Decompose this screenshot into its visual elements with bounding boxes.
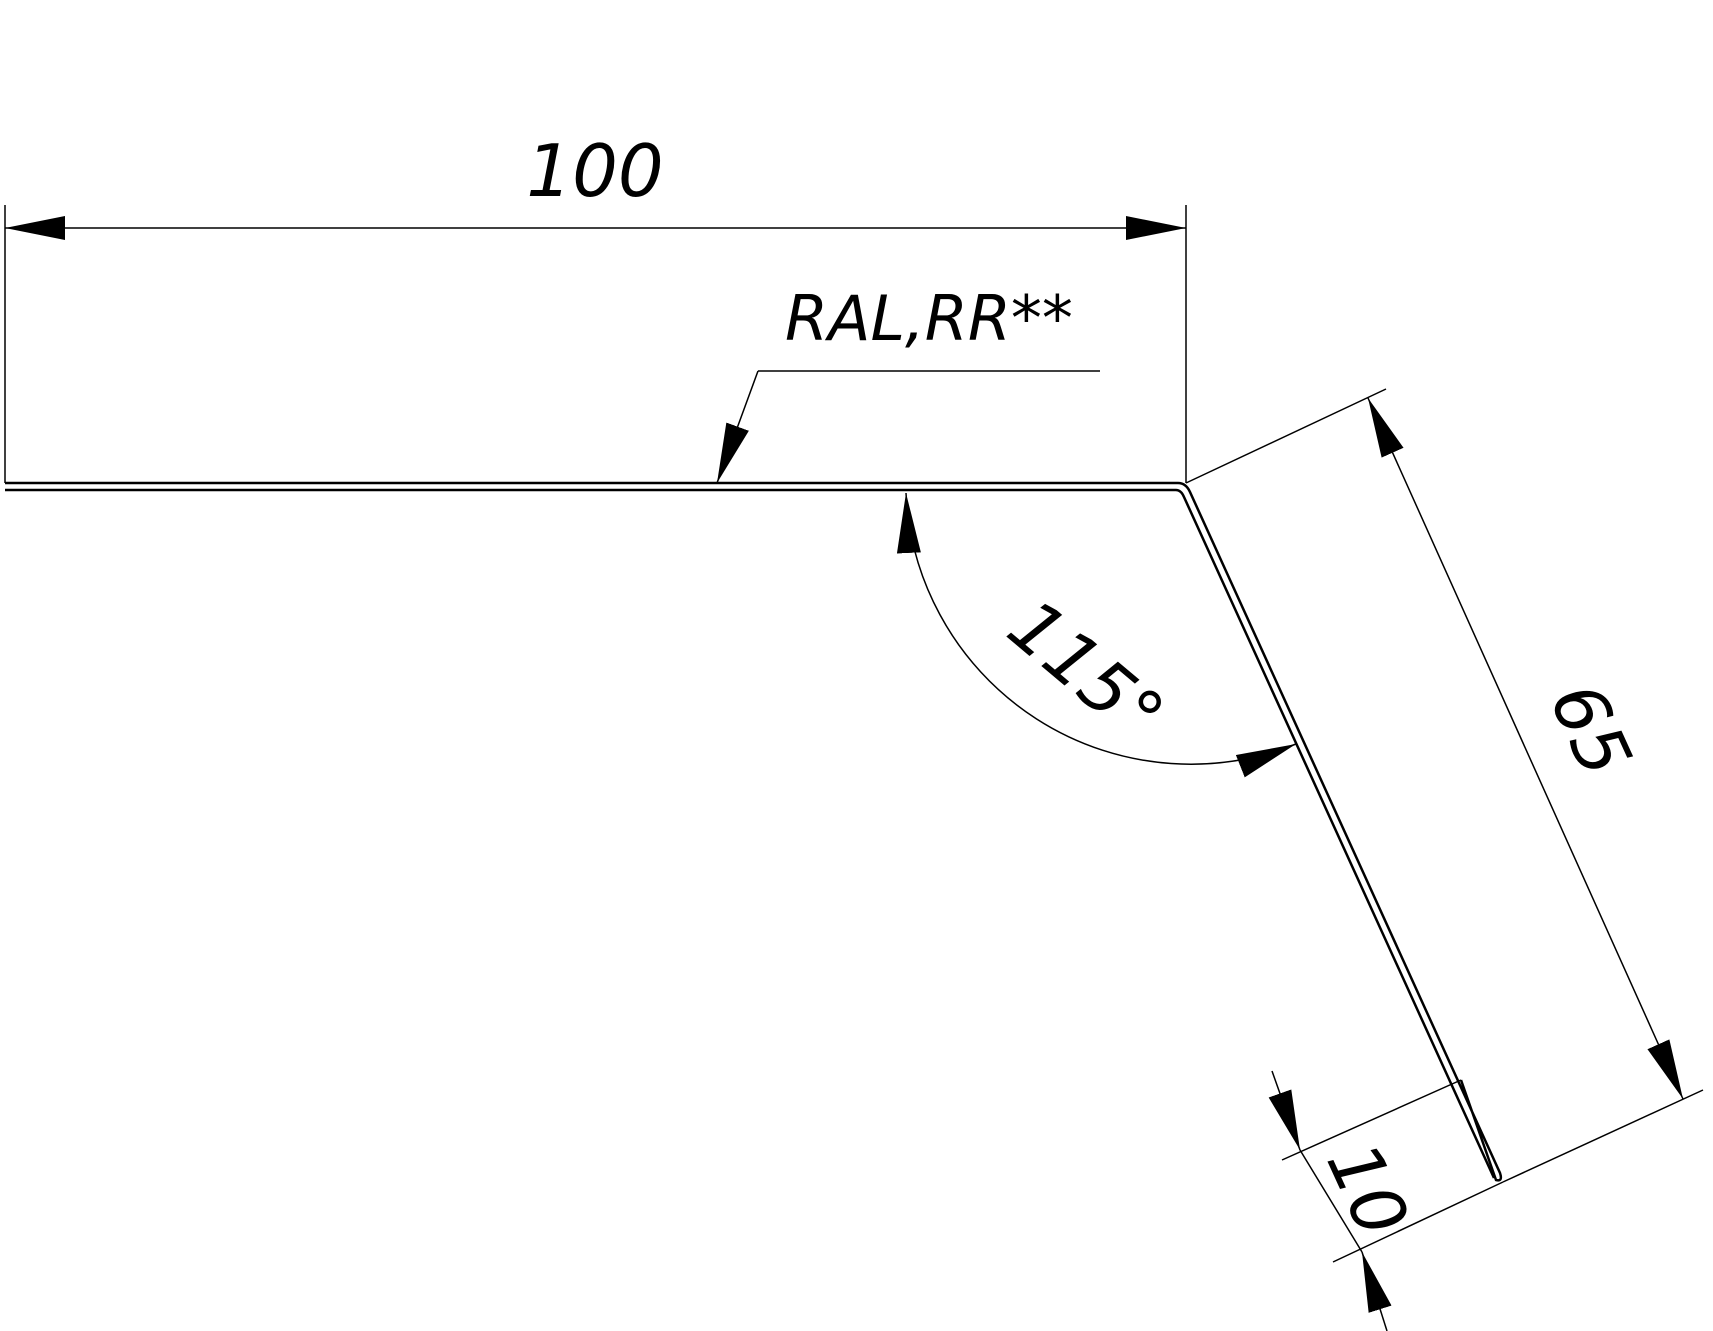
profile-outline <box>5 481 1503 1182</box>
dimension-top-length <box>4 205 1187 483</box>
coating-label: RAL,RR** <box>785 282 1073 355</box>
coating-leader <box>716 370 1100 484</box>
dimension-slope-length-text: 65 <box>1534 671 1648 789</box>
dimension-slope-length <box>1185 388 1704 1183</box>
dimension-bend-angle-text: 115° <box>993 583 1180 759</box>
dimension-top-length-text: 100 <box>526 129 663 213</box>
dimension-bend-angle <box>896 492 1297 778</box>
dimension-fold-length <box>1268 1070 1504 1331</box>
dimension-fold-length-text: 10 <box>1311 1131 1425 1249</box>
